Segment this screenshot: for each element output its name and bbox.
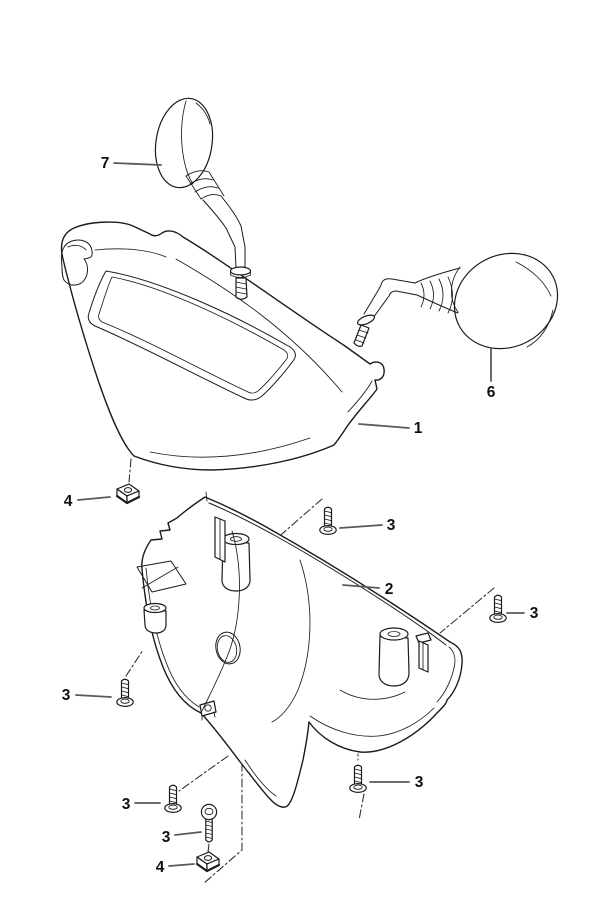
left-mirror-head [154,97,214,189]
upper-handlebar-cover [60,221,385,471]
left-mirror-stem [202,199,237,269]
screw-bottom-right [349,764,367,794]
callout-7: 7 [101,155,110,172]
right-mirror [353,252,559,350]
right-mirror-stem [363,278,416,315]
left-mirror [154,97,252,300]
clip-nut-upper [115,482,141,505]
right-mirror-head [453,252,559,350]
callout-2: 2 [385,581,394,598]
callout-3-right: 3 [530,605,539,622]
lower-cover-rect-opening [136,560,187,593]
screw-top [319,506,337,536]
screw-above-clip [200,803,218,843]
windshield-opening-outer [87,270,296,401]
callout-3-bottom-right: 3 [415,774,424,791]
screw-right [489,594,507,624]
lower-cover-oval-hole [215,631,241,665]
callout-3-left: 3 [62,687,71,704]
callout-3-above-clip: 3 [162,829,171,846]
lower-handlebar-cover [136,491,463,808]
callout-3-top: 3 [387,517,396,534]
screw-bottom-left [164,784,182,814]
windshield-opening-inner [98,276,289,394]
lower-cover-top-rim [208,502,447,646]
assembly-lines [125,458,495,885]
leader-lines [75,162,525,867]
upper-cover-outline [60,221,385,471]
callout-4-lower: 4 [156,859,165,876]
upper-cover-ear-hole [60,239,93,286]
callout-4-upper: 4 [64,493,73,510]
right-mirror-stud [353,324,370,347]
callout-1: 1 [414,420,423,437]
lower-cover-outline [141,496,463,808]
callout-labels: 7 6 1 2 3 3 3 3 3 3 4 4 [62,155,539,876]
clip-nut-lower [195,850,221,873]
callout-3-bottom-left: 3 [122,796,131,813]
screw-left [116,678,134,708]
callout-6: 6 [487,384,496,401]
